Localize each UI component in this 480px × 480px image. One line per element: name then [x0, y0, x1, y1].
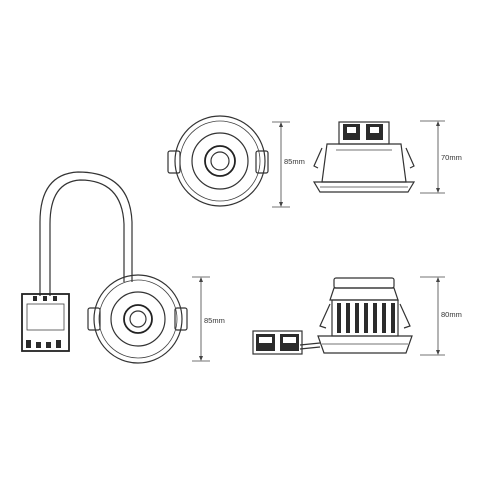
- cable-outer: [39, 171, 133, 296]
- top-side-dimension-label: 70mm: [441, 153, 462, 162]
- top-side-dimension: 70mm: [420, 120, 462, 194]
- inner-housing: [191, 132, 249, 190]
- flange-bottom: [317, 335, 413, 354]
- bottom-side-dimension-label: 80mm: [441, 310, 462, 319]
- left-clip-bottom: [87, 307, 101, 331]
- top-front-view: [167, 115, 269, 207]
- bottom-side-view: [252, 277, 413, 355]
- left-clip: [167, 150, 181, 174]
- bottom-front-view: [87, 274, 188, 364]
- lens-ring: [204, 145, 236, 177]
- cable-inner: [49, 179, 125, 296]
- bottom-front-dimension-label: 85mm: [204, 316, 225, 325]
- heatsink-body: [329, 287, 399, 301]
- junction-box: [21, 293, 70, 352]
- bezel-ring-bottom: [98, 279, 178, 359]
- top-front-dimension-label: 85mm: [284, 157, 305, 166]
- connector-block: [252, 330, 303, 355]
- top-front-dimension: 85mm: [272, 121, 305, 208]
- flange: [312, 181, 416, 193]
- lens-bottom: [129, 310, 147, 328]
- bottom-front-dimension: 85mm: [192, 276, 225, 362]
- bottom-side-dimension: 80mm: [420, 276, 462, 356]
- lens-ring-bottom: [123, 304, 153, 334]
- lens: [210, 151, 230, 171]
- outer-bezel-bottom: [93, 274, 183, 364]
- driver-cap: [333, 277, 395, 289]
- right-clip: [255, 150, 269, 174]
- inner-housing-bottom: [110, 291, 166, 347]
- junction-box-assembly: [21, 171, 133, 352]
- outer-bezel: [174, 115, 266, 207]
- top-side-view: [312, 121, 416, 193]
- bezel-ring: [179, 120, 261, 202]
